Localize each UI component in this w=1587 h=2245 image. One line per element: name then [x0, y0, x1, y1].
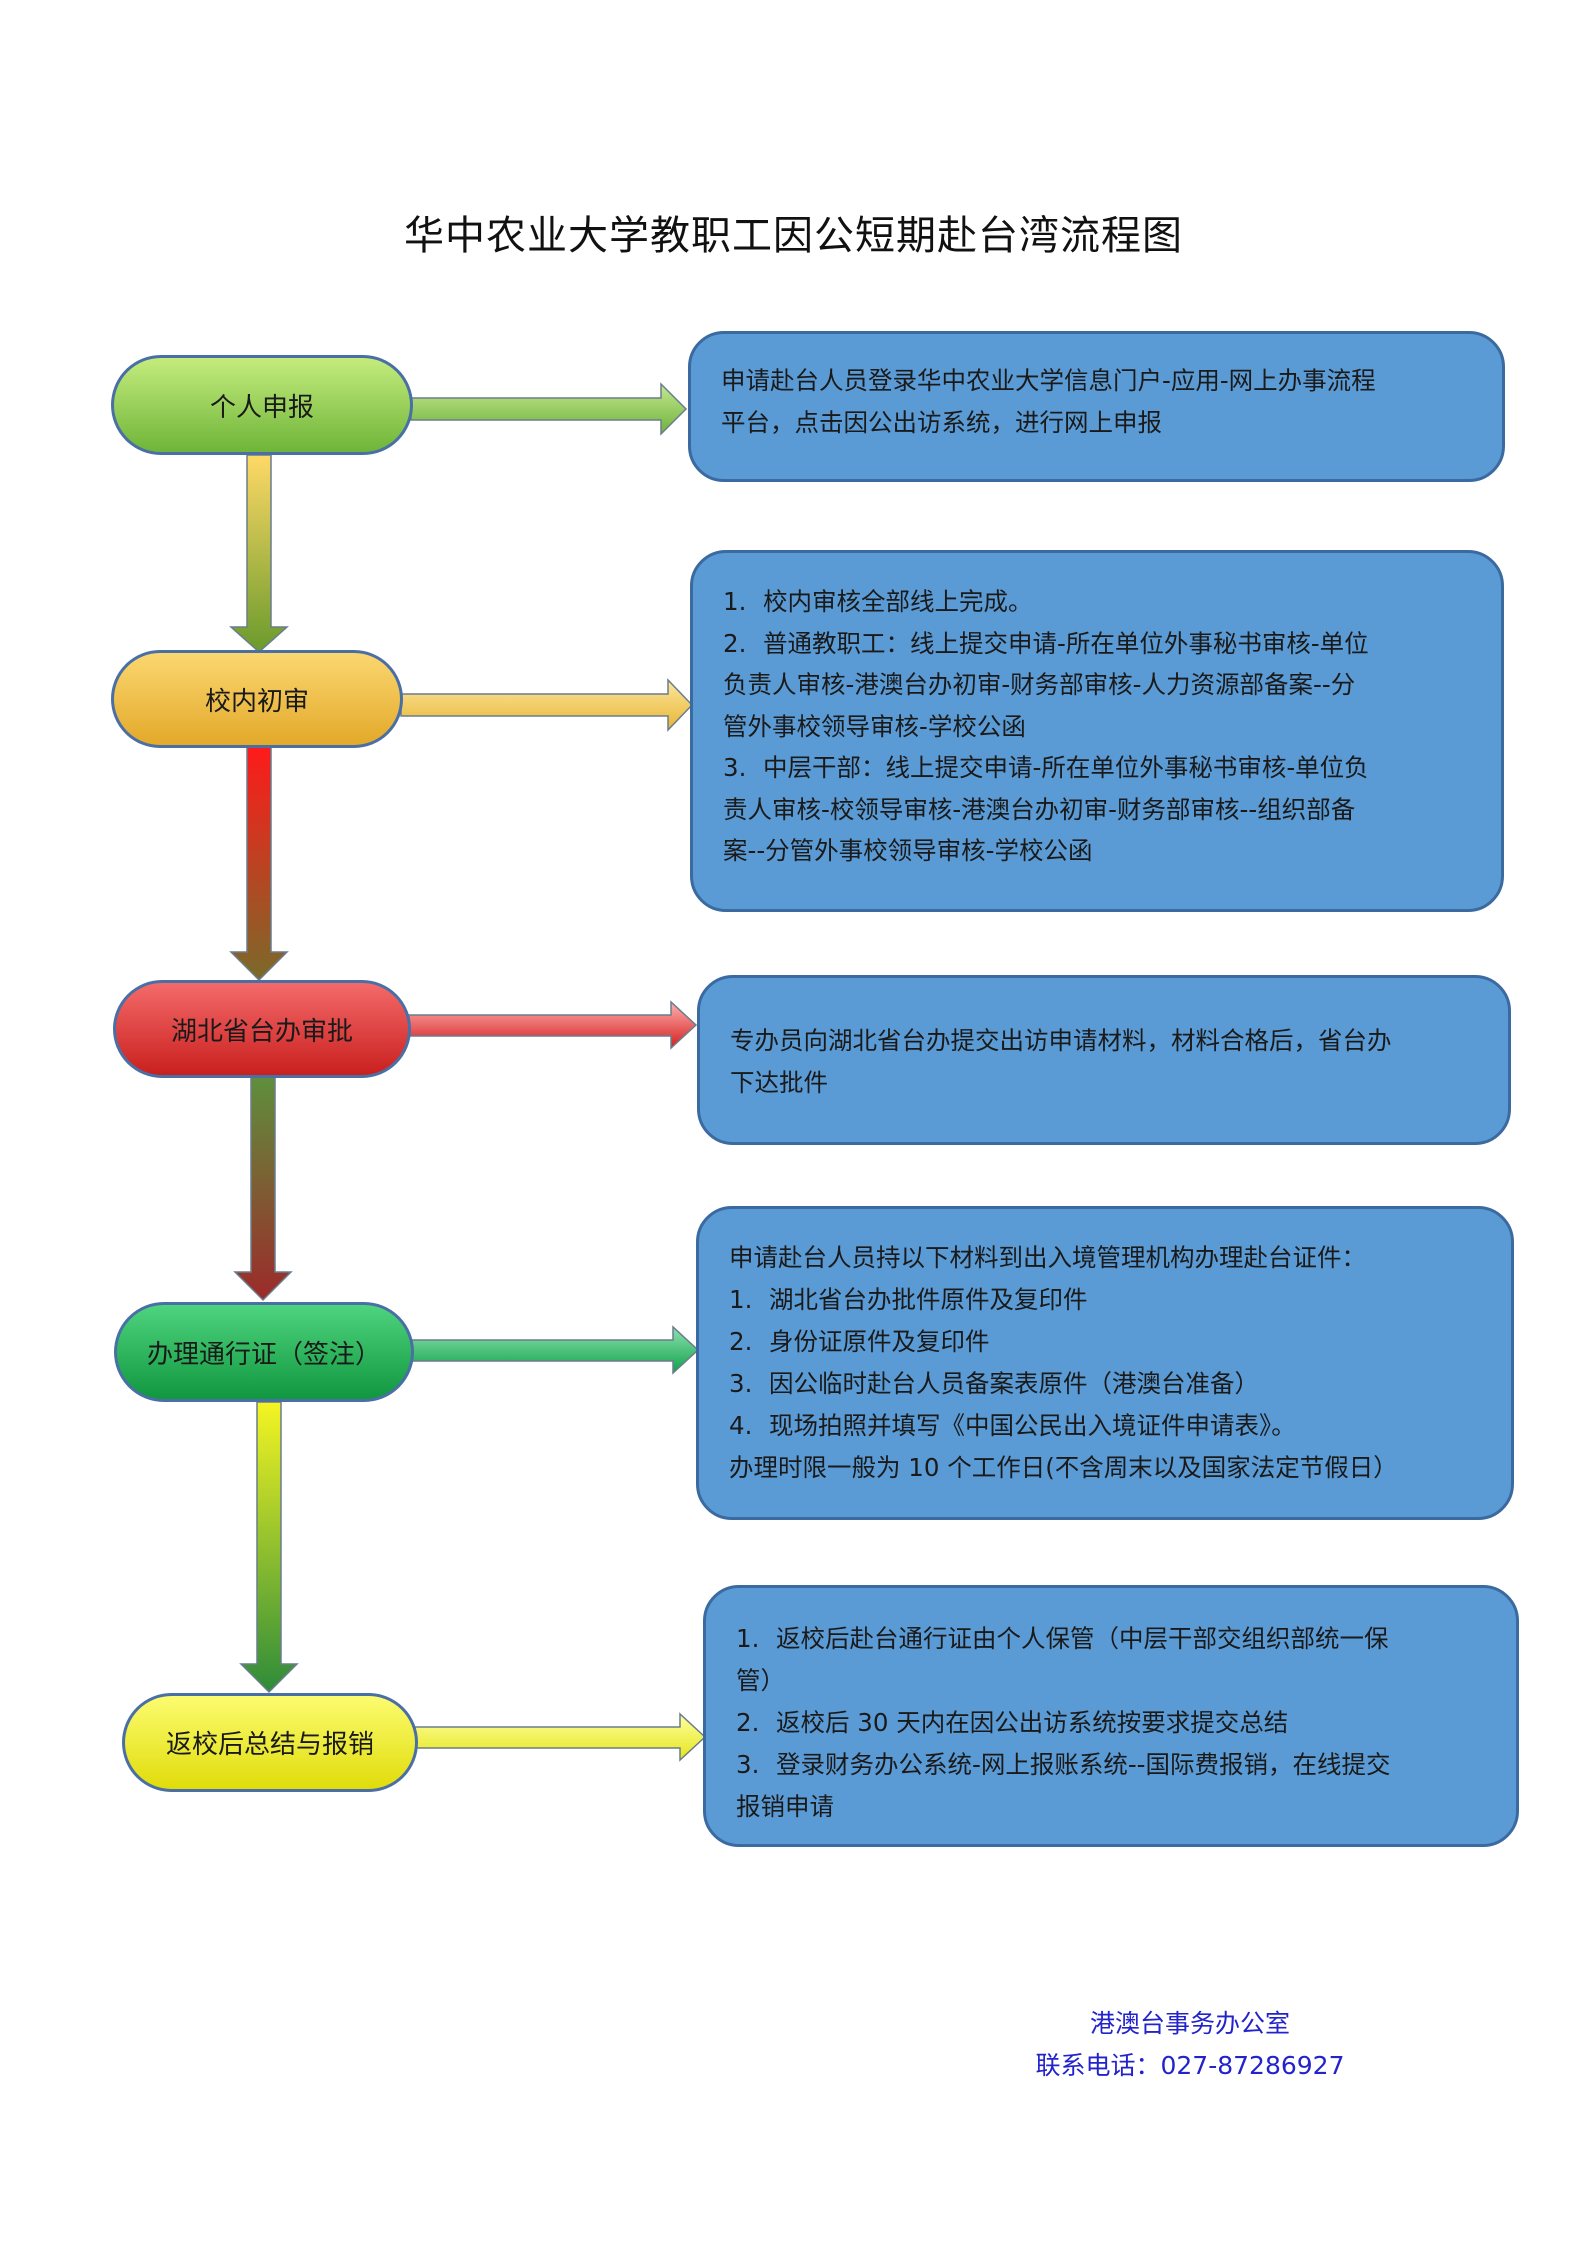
item-text: 湖北省台办批件原件及复印件 [769, 1285, 1088, 1314]
desc-line: 普通教职工：线上提交申请-所在单位外事秘书审核-单位 [763, 628, 1369, 658]
step-travel-permit: 办理通行证（签注） [114, 1302, 414, 1402]
desc-line: 登录财务办公系统-网上报账系统--国际费报销，在线提交 [776, 1750, 1391, 1779]
desc-box-school-review: 1. 校内审核全部线上完成。 2. 普通教职工：线上提交申请-所在单位外事秘书审核-… [690, 550, 1504, 912]
arrow-down-4 [239, 1401, 299, 1694]
desc-line: 管） [736, 1666, 785, 1695]
item-number: 2. [736, 1708, 760, 1737]
item-number: 1. [723, 587, 747, 616]
desc-line: 责人审核-校领导审核-港澳台办初审-财务部审核--组织部备 [723, 794, 1356, 824]
step-label: 办理通行证（签注） [146, 1339, 381, 1370]
arrow-right-2 [400, 678, 694, 732]
desc-line: 专办员向湖北省台办提交出访申请材料，材料合格后，省台办 [730, 1026, 1392, 1055]
item-number: 3. [723, 753, 747, 782]
list-item: 4. 现场拍照并填写《中国公民出入境证件申请表》。 [729, 1405, 1481, 1447]
footer-phone: 联系电话：027-87286927 [1035, 2051, 1345, 2080]
desc-box-travel-permit: 申请赴台人员持以下材料到出入境管理机构办理赴台证件： 1. 湖北省台办批件原件及复… [696, 1206, 1514, 1520]
item-number: 4. [729, 1411, 753, 1440]
desc-line: 案--分管外事校领导审核-学校公函 [723, 836, 1093, 865]
desc-line: 负责人审核-港澳台办初审-财务部审核-人力资源部备案--分 [723, 670, 1356, 699]
step-province-approval: 湖北省台办审批 [113, 980, 411, 1078]
item-number: 2. [723, 628, 747, 658]
step-label: 校内初审 [204, 686, 309, 717]
desc-line: 申请赴台人员登录华中农业大学信息门户-应用-网上办事流程 [721, 366, 1376, 395]
desc-line: 报销申请 [736, 1792, 834, 1821]
item-number: 1. [736, 1624, 760, 1653]
footer-office: 港澳台事务办公室 [1089, 2009, 1290, 2038]
desc-line: 中层干部：线上提交申请-所在单位外事秘书审核-单位负 [763, 753, 1369, 782]
arrow-down-3 [233, 1076, 293, 1302]
list-item: 1. 湖北省台办批件原件及复印件 [729, 1279, 1481, 1321]
desc-box-return-summary: 1. 返校后赴台通行证由个人保管（中层干部交组织部统一保 管） 2. 返校后 30 … [703, 1585, 1519, 1847]
desc-line: 管外事校领导审核-学校公函 [723, 711, 1026, 741]
list-item: 2. 身份证原件及复印件 [729, 1321, 1481, 1363]
desc-line: 返校后赴台通行证由个人保管（中层干部交组织部统一保 [776, 1624, 1389, 1653]
arrow-right-1 [410, 382, 688, 436]
item-text: 因公临时赴台人员备案表原件（港澳台准备） [769, 1369, 1259, 1398]
step-label: 个人申报 [209, 392, 314, 423]
desc-intro: 申请赴台人员持以下材料到出入境管理机构办理赴台证件： [729, 1243, 1366, 1272]
list-item: 3. 因公临时赴台人员备案表原件（港澳台准备） [729, 1363, 1481, 1405]
desc-line: 平台，点击因公出访系统，进行网上申报 [721, 408, 1162, 437]
item-text: 现场拍照并填写《中国公民出入境证件申请表》。 [769, 1411, 1296, 1440]
arrow-down-1 [229, 454, 289, 654]
desc-box-personal-application: 申请赴台人员登录华中农业大学信息门户-应用-网上办事流程 平台，点击因公出访系统… [688, 331, 1505, 482]
arrow-right-5 [414, 1712, 707, 1762]
step-personal-application: 个人申报 [111, 355, 413, 455]
step-label: 返校后总结与报销 [165, 1730, 374, 1760]
desc-line: 校内审核全部线上完成。 [763, 587, 1033, 616]
desc-outro: 办理时限一般为 10 个工作日(不含周末以及国家法定节假日） [729, 1453, 1398, 1482]
desc-line: 返校后 30 天内在因公出访系统按要求提交总结 [776, 1708, 1289, 1737]
page-title: 华中农业大学教职工因公短期赴台湾流程图 [404, 213, 1183, 259]
item-number: 2. [729, 1327, 753, 1356]
step-school-review: 校内初审 [111, 650, 403, 748]
desc-box-province-approval: 专办员向湖北省台办提交出访申请材料，材料合格后，省台办 下达批件 [697, 975, 1511, 1145]
step-return-summary: 返校后总结与报销 [122, 1693, 418, 1792]
item-number: 1. [729, 1285, 753, 1314]
step-label: 湖北省台办审批 [170, 1016, 353, 1047]
arrow-right-4 [410, 1325, 700, 1375]
item-number: 3. [729, 1369, 753, 1398]
arrow-down-2 [229, 746, 289, 982]
item-text: 身份证原件及复印件 [769, 1327, 990, 1356]
item-number: 3. [736, 1750, 760, 1779]
desc-line: 下达批件 [730, 1068, 828, 1097]
arrow-right-3 [408, 1000, 698, 1050]
